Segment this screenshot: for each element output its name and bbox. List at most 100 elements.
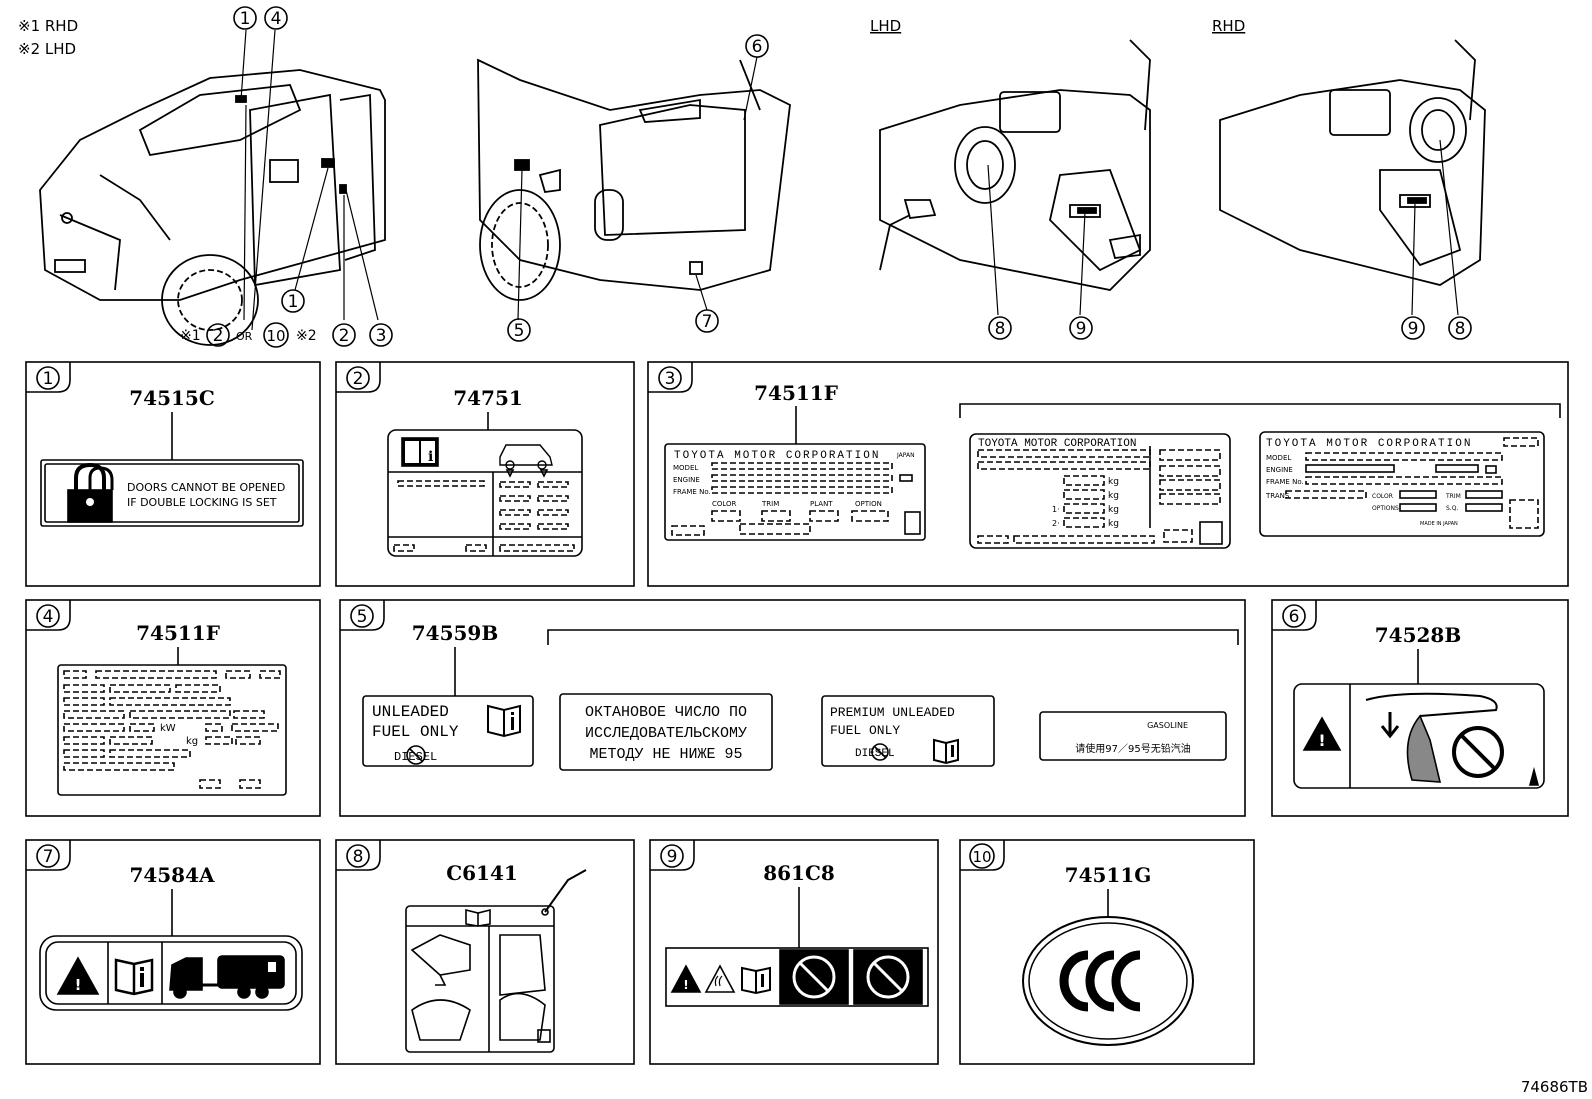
label-unleaded-fuel: UNLEADED FUEL ONLY DIESEL	[362, 695, 534, 767]
panel-3: 3 74511F TOYOTA MOTOR CORPORATION JAPAN …	[647, 361, 1569, 587]
prohibited-icon	[1452, 726, 1504, 778]
id-plate-b: TOYOTA MOTOR CORPORATION kg kg kg kg 1· …	[969, 433, 1231, 549]
unit-kw: kW	[160, 723, 176, 734]
svg-text:kg: kg	[1108, 519, 1119, 529]
warning-icon	[56, 956, 100, 995]
svg-text:!: !	[1318, 731, 1325, 750]
label-seat-warning	[665, 947, 929, 1007]
arrow-down-icon	[1380, 712, 1400, 739]
panel-9: 9 861C8 !	[649, 839, 939, 1065]
svg-text:9: 9	[1076, 319, 1087, 339]
svg-text:ENGINE: ENGINE	[673, 476, 700, 484]
ccc-certification-mark	[1022, 916, 1194, 1046]
panel-7: 7 74584A !	[25, 839, 321, 1065]
svg-text:1: 1	[240, 9, 251, 29]
svg-text:МЕТОДУ НЕ НИЖЕ 95: МЕТОДУ НЕ НИЖЕ 95	[589, 746, 742, 763]
label-tire-pressure	[387, 429, 583, 557]
prohibited-icon	[792, 955, 836, 999]
svg-text:kg: kg	[1108, 477, 1119, 487]
svg-text:8: 8	[1455, 319, 1466, 339]
interior-lhd-leaders	[987, 164, 1086, 316]
padlock-icon	[67, 462, 114, 523]
svg-text:S.Q.: S.Q.	[1446, 505, 1458, 512]
svg-text:请使用97／95号无铅汽油: 请使用97／95号无铅汽油	[1075, 742, 1190, 755]
svg-text:PLANT: PLANT	[810, 500, 833, 508]
svg-text:i: i	[428, 449, 433, 465]
interior-rhd-callouts: 9 8	[1401, 316, 1472, 340]
interior-lhd-view	[879, 39, 1151, 291]
svg-text:※2: ※2	[296, 328, 317, 344]
svg-text:TRIM: TRIM	[761, 500, 779, 508]
view-label-rhd: RHD	[1212, 17, 1245, 35]
svg-text:9: 9	[1408, 319, 1419, 339]
svg-text:!: !	[75, 976, 82, 994]
panel-number: 1	[43, 369, 54, 389]
svg-text:2·: 2·	[1052, 519, 1060, 528]
label-tailgate-warning	[1293, 683, 1545, 789]
svg-text:OPTION: OPTION	[855, 500, 882, 508]
svg-text:ОКТАНОВОЕ ЧИСЛО ПО: ОКТАНОВОЕ ЧИСЛО ПО	[585, 704, 747, 721]
part-number: 74515C	[129, 386, 215, 410]
svg-text:TRANS: TRANS	[1265, 492, 1290, 500]
view-label-lhd: LHD	[870, 17, 901, 35]
svg-text:MODEL: MODEL	[1266, 454, 1291, 462]
vehicle-icon	[499, 444, 553, 470]
svg-text:2: 2	[213, 326, 224, 346]
svg-text:COLOR: COLOR	[712, 500, 737, 508]
label-vehicle-data	[57, 664, 287, 796]
front-view-callouts: 1 4 1 ※1 2 OR 10 ※2 2 3	[180, 6, 393, 348]
vehicle-rear-view	[477, 58, 791, 301]
panel-5: 5 74559B UNLEADED FUEL ONLY DIESEL ОКТАН…	[339, 599, 1246, 817]
interior-rhd-leaders	[1411, 139, 1459, 316]
svg-text:1·: 1·	[1052, 505, 1060, 514]
svg-text:1: 1	[288, 292, 299, 312]
part-number: 74559B	[412, 621, 498, 645]
svg-text:MODEL: MODEL	[673, 464, 698, 472]
panel-1: 1 74515C DOORS CANNOT BE OPENED IF DOUBL…	[25, 361, 321, 587]
label-russian-octane: ОКТАНОВОЕ ЧИСЛО ПО ИССЛЕДОВАТЕЛЬСКОМУ МЕ…	[559, 693, 773, 771]
rear-view-callouts: 6 5 7	[507, 34, 769, 342]
svg-text:FRAME No.: FRAME No.	[673, 488, 711, 496]
manual-book-icon	[741, 966, 771, 995]
svg-text:6: 6	[752, 37, 763, 57]
manual-book-icon	[114, 958, 154, 996]
hot-surface-icon	[704, 964, 736, 993]
svg-text:5: 5	[514, 321, 525, 341]
label-premium-unleaded: PREMIUM UNLEADED FUEL ONLY DIESEL	[821, 695, 995, 767]
svg-text:PREMIUM UNLEADED: PREMIUM UNLEADED	[830, 705, 955, 720]
panel-number: 6	[1289, 607, 1300, 627]
diagram-id: 74686TB	[1521, 1078, 1588, 1096]
panel-number: 3	[665, 369, 676, 389]
svg-text:※1: ※1	[180, 328, 201, 344]
svg-text:8: 8	[995, 319, 1006, 339]
panel-number: 9	[667, 847, 678, 867]
id-plate-c: TOYOTA MOTOR CORPORATION MODEL ENGINE FR…	[1259, 431, 1545, 537]
part-number: 74511F	[136, 621, 220, 645]
part-number: 74511F	[754, 381, 838, 405]
svg-text:ENGINE: ENGINE	[1266, 466, 1293, 474]
panel-number: 2	[353, 369, 364, 389]
manual-book-icon	[933, 738, 959, 765]
svg-text:MADE IN JAPAN: MADE IN JAPAN	[1420, 521, 1458, 527]
svg-text:OPTIONS: OPTIONS	[1372, 505, 1399, 512]
svg-text:TOYOTA MOTOR CORPORATION: TOYOTA MOTOR CORPORATION	[1266, 438, 1472, 450]
id-plate-a: TOYOTA MOTOR CORPORATION JAPAN MODEL ENG…	[664, 443, 926, 541]
svg-text:TOYOTA MOTOR CORPORATION: TOYOTA MOTOR CORPORATION	[978, 438, 1136, 450]
panel-number: 8	[353, 847, 364, 867]
svg-text:FRAME No.: FRAME No.	[1266, 478, 1304, 486]
svg-text:COLOR: COLOR	[1372, 493, 1393, 500]
svg-text:FUEL ONLY: FUEL ONLY	[830, 723, 900, 738]
interior-rhd-view	[1219, 39, 1486, 286]
svg-text:UNLEADED: UNLEADED	[372, 703, 449, 721]
part-number: 74528B	[1375, 623, 1461, 647]
vehicle-front-view	[39, 69, 386, 346]
warning-icon	[670, 964, 702, 993]
label-text-line2: IF DOUBLE LOCKING IS SET	[127, 496, 277, 509]
front-view-leaders	[240, 29, 379, 331]
svg-text:TRIM: TRIM	[1445, 493, 1461, 500]
label-text-line1: DOORS CANNOT BE OPENED	[127, 481, 285, 494]
label-towing	[39, 935, 303, 1011]
panel-number: 5	[357, 607, 368, 627]
svg-text:OR: OR	[236, 330, 253, 343]
